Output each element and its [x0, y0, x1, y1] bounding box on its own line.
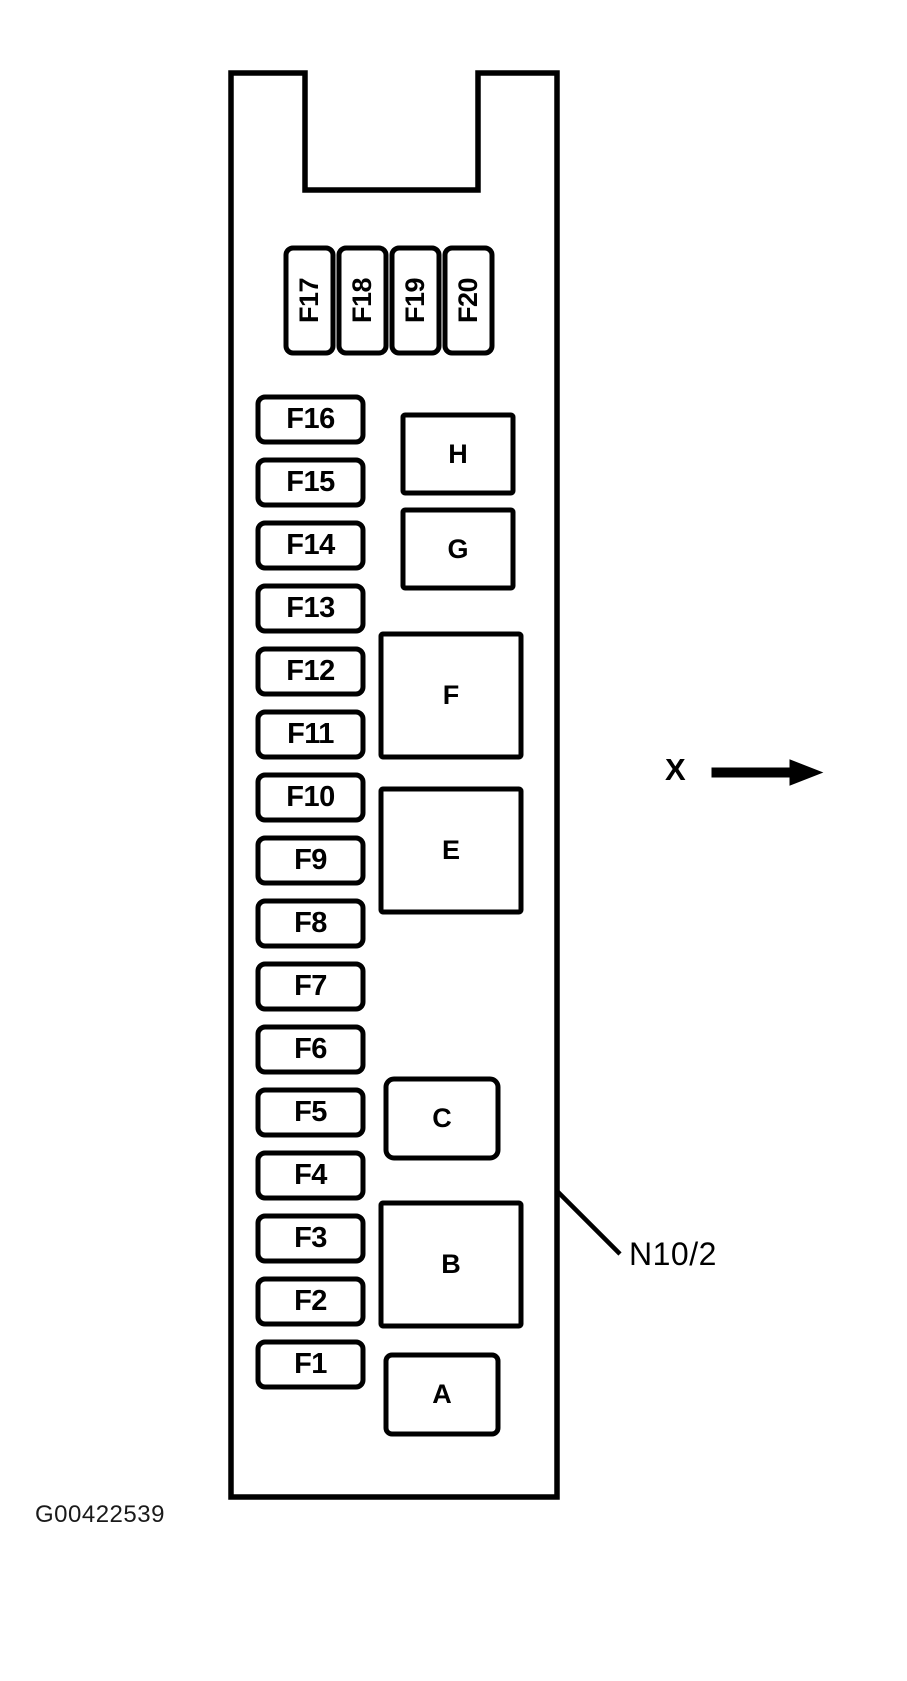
fuse-slot-f13[interactable] — [255, 583, 366, 634]
fuse-label-f18: F18 — [347, 277, 377, 324]
reference-designator-label: N10/2 — [629, 1236, 717, 1272]
orientation-marker-label: X — [665, 752, 686, 787]
fuse-slot-f20[interactable] — [442, 245, 495, 356]
fuse-slot-f18[interactable] — [336, 245, 389, 356]
fuse-slot-f19[interactable] — [389, 245, 442, 356]
fuse-slot-f14[interactable] — [255, 520, 366, 571]
fuse-label-f19: F19 — [400, 277, 430, 324]
orientation-arrow-icon — [711, 759, 824, 786]
fuse-label-f4: F4 — [294, 1159, 327, 1191]
fuse-label-f13: F13 — [286, 592, 335, 624]
fuse-label-f16: F16 — [286, 403, 335, 435]
relay-block-f[interactable] — [378, 631, 524, 760]
relay-label-g: G — [447, 533, 469, 564]
fuse-slot-f1[interactable] — [255, 1339, 366, 1390]
fuse-label-f11: F11 — [287, 718, 334, 750]
fuse-label-f8: F8 — [294, 907, 327, 939]
fuse-slot-f10[interactable] — [255, 772, 366, 823]
relay-block-b[interactable] — [378, 1200, 524, 1329]
fuse-label-f12: F12 — [286, 655, 335, 687]
fuse-label-f17: F17 — [294, 277, 324, 324]
relay-block-a[interactable] — [383, 1352, 501, 1437]
relay-block-h[interactable] — [400, 412, 516, 496]
relay-label-h: H — [448, 438, 468, 469]
relay-label-f: F — [442, 680, 460, 710]
relay-label-c: C — [432, 1103, 452, 1133]
fuse-slot-f11[interactable] — [255, 709, 366, 760]
reference-leader-line — [555, 1189, 622, 1256]
fuse-slot-f9[interactable] — [255, 835, 366, 886]
relay-block-e[interactable] — [378, 786, 524, 915]
fuse-slot-f6[interactable] — [255, 1024, 366, 1075]
housing-outline — [228, 70, 560, 1500]
relay-block-c[interactable] — [383, 1076, 501, 1161]
relay-label-b: B — [441, 1249, 461, 1279]
fuse-label-f1: F1 — [294, 1348, 327, 1380]
figure-caption: G00422539 — [35, 1501, 165, 1528]
fuse-label-f14: F14 — [286, 529, 335, 561]
fuse-slot-f4[interactable] — [255, 1150, 366, 1201]
fuse-label-f15: F15 — [286, 466, 335, 498]
fuse-label-f20: F20 — [453, 277, 483, 324]
relay-blocks — [378, 412, 524, 1437]
relay-block-g[interactable] — [400, 507, 516, 591]
fuse-label-f5: F5 — [294, 1096, 327, 1128]
fuse-label-f6: F6 — [294, 1033, 327, 1065]
fuse-label-f3: F3 — [294, 1222, 327, 1254]
relay-label-e: E — [441, 835, 460, 865]
fuse-slot-f17[interactable] — [283, 245, 336, 356]
fuse-slot-f12[interactable] — [255, 646, 366, 697]
top-fuse-slots — [283, 245, 495, 356]
fuse-slot-f16[interactable] — [255, 394, 366, 445]
fuse-slot-f3[interactable] — [255, 1213, 366, 1264]
fuse-slot-f5[interactable] — [255, 1087, 366, 1138]
left-fuse-slots — [255, 394, 366, 1390]
fuse-slot-f8[interactable] — [255, 898, 366, 949]
fuse-label-f9: F9 — [294, 844, 327, 876]
fuse-label-f10: F10 — [286, 781, 335, 813]
fuse-label-f7: F7 — [294, 970, 327, 1002]
fuse-slot-f15[interactable] — [255, 457, 366, 508]
fuse-slot-f2[interactable] — [255, 1276, 366, 1327]
relay-label-a: A — [432, 1379, 452, 1409]
fuse-slot-f7[interactable] — [255, 961, 366, 1012]
fuse-label-f2: F2 — [294, 1285, 327, 1317]
